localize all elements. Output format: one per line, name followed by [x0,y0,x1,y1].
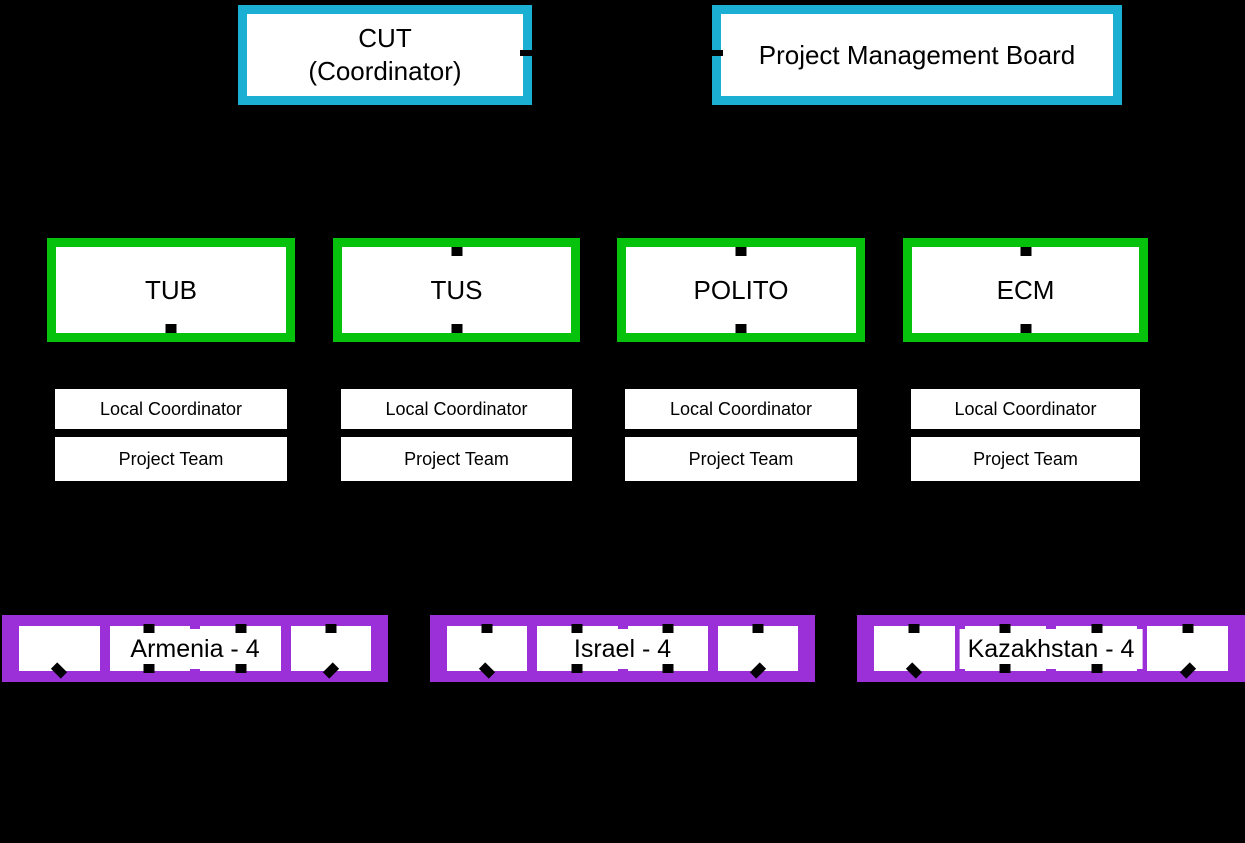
partner-slot [874,626,955,671]
connector-stub [1091,624,1103,633]
partner-column-ecm: ECM Local Coordinator Project Team [903,238,1148,481]
partner-box-ecm: ECM [903,238,1148,342]
partner-label: POLITO [693,274,789,305]
country-band-kazakhstan: Kazakhstan - 4 [857,615,1245,682]
connector-stub [451,247,462,256]
project-team-label: Project Team [404,448,509,469]
connector-stub [571,624,583,633]
connector-stub [571,664,583,673]
project-management-board-box: Project Management Board [712,5,1122,105]
partner-column-polito: POLITO Local Coordinator Project Team [617,238,865,481]
local-coordinator-label: Local Coordinator [385,398,528,419]
connector-stub [752,624,764,633]
partner-label: TUS [430,274,483,305]
country-label: Kazakhstan - 4 [959,628,1143,669]
partner-box-tus: TUS [333,238,580,342]
country-label: Armenia - 4 [122,628,268,669]
partner-label: TUB [145,274,197,305]
connector-stub [999,664,1011,673]
connector-stub [325,624,337,633]
country-band-israel: Israel - 4 [430,615,815,682]
partner-box-polito: POLITO [617,238,865,342]
country-band-armenia: Armenia - 4 [2,615,388,682]
connector-stub [662,664,674,673]
cut-sublabel: (Coordinator) [308,56,462,86]
connector-stub [520,50,533,56]
connector-stub [1020,247,1031,256]
country-label: Israel - 4 [565,628,680,669]
project-team-label: Project Team [118,448,224,469]
connector-stub [481,624,493,633]
connector-stub [735,247,747,256]
partner-column-tub: TUB Local Coordinator Project Team [47,238,295,481]
cut-label: CUT [358,23,412,53]
project-team-label: Project Team [688,448,794,469]
project-team-box: Project Team [55,437,287,481]
connector-stub [710,50,723,56]
partner-box-tub: TUB [47,238,295,342]
project-team-box: Project Team [341,437,572,481]
local-coordinator-box: Local Coordinator [55,389,287,429]
project-team-box: Project Team [911,437,1140,481]
connector-stub [1020,324,1031,333]
connector-stub [1091,664,1103,673]
connector-stub [235,624,247,633]
connector-stub [143,664,155,673]
local-coordinator-label: Local Coordinator [954,398,1097,419]
connector-stub [235,664,247,673]
partner-column-tus: TUS Local Coordinator Project Team [333,238,580,481]
local-coordinator-box: Local Coordinator [911,389,1140,429]
partner-label: ECM [996,274,1055,305]
local-coordinator-label: Local Coordinator [99,398,243,419]
local-coordinator-box: Local Coordinator [625,389,857,429]
project-team-box: Project Team [625,437,857,481]
connector-stub [999,624,1011,633]
connector-stub [908,624,920,633]
project-management-board-label: Project Management Board [758,39,1076,70]
cut-coordinator-box: CUT (Coordinator) [238,5,532,105]
local-coordinator-box: Local Coordinator [341,389,572,429]
connector-stub [735,324,747,333]
project-team-label: Project Team [973,448,1078,469]
connector-stub [165,324,177,333]
local-coordinator-label: Local Coordinator [669,398,813,419]
connector-stub [451,324,462,333]
connector-stub [143,624,155,633]
connector-stub [662,624,674,633]
connector-stub [1182,624,1194,633]
